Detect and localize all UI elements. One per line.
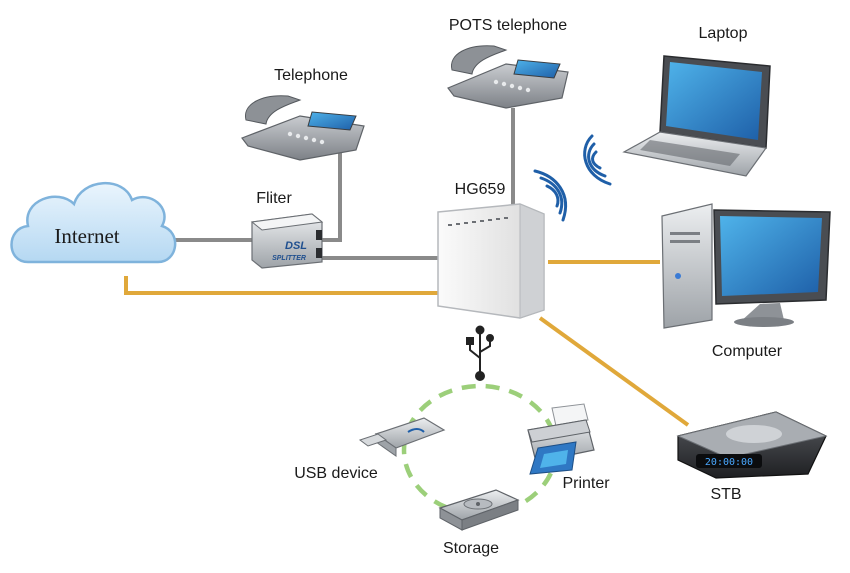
computer-node: Computer [661, 203, 831, 360]
usb-device-node: USB device [294, 417, 446, 482]
stb-node: STB 20:00:00 [676, 411, 828, 503]
desk-phone-icon [447, 45, 569, 109]
internet-label: Internet [54, 224, 119, 248]
connections [124, 108, 690, 427]
hard-disk-icon [438, 489, 520, 531]
desk-phone-icon [241, 95, 365, 161]
router-icon [437, 203, 545, 319]
cloud-icon [10, 182, 177, 264]
filter-label: Fliter [256, 190, 292, 207]
router-node: HG659 [437, 181, 545, 319]
usb-symbol-icon [466, 325, 494, 381]
wifi-waves-icon [533, 169, 568, 222]
usb-drive-icon [358, 417, 446, 457]
router-label: HG659 [455, 181, 506, 198]
internet-cloud: Internet [10, 182, 177, 264]
pots-label: POTS telephone [449, 17, 567, 34]
filter-telephone-link [322, 150, 342, 242]
wifi-waves-icon [583, 134, 612, 186]
computer-label: Computer [712, 343, 783, 360]
stb-label: STB [710, 486, 741, 503]
wifi-signal [533, 134, 612, 222]
set-top-box-icon: 20:00:00 [676, 411, 828, 479]
pots-telephone-node: POTS telephone [447, 17, 569, 109]
storage-label: Storage [443, 540, 499, 557]
telephone-label: Telephone [274, 67, 348, 84]
router-stb-link [538, 316, 690, 427]
laptop-node: Laptop [622, 25, 771, 177]
usb-device-label: USB device [294, 465, 378, 482]
internet-router-wan-link [124, 276, 438, 295]
storage-node: Storage [438, 489, 520, 557]
splitter-text-bottom: SPLITTER [272, 255, 306, 262]
printer-icon [527, 403, 595, 475]
printer-node: Printer [527, 403, 610, 492]
laptop-icon [622, 55, 771, 177]
printer-label: Printer [562, 475, 610, 492]
desktop-computer-icon [661, 203, 831, 329]
dsl-splitter-icon: DSL SPLITTER [250, 213, 324, 269]
laptop-label: Laptop [699, 25, 748, 42]
filter-node: Fliter DSL SPLITTER [250, 190, 324, 269]
telephone-node: Telephone [241, 67, 365, 161]
stb-display-text: 20:00:00 [705, 457, 753, 468]
splitter-text-top: DSL [285, 240, 307, 252]
